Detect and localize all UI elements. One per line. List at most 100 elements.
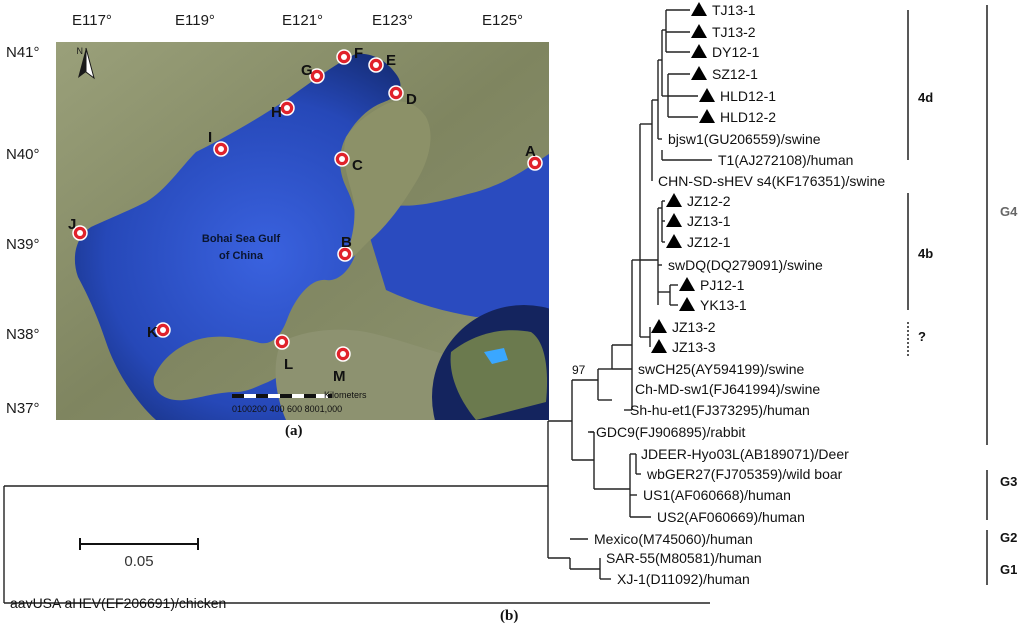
leaf-label: T1(AJ272108)/human <box>718 152 853 168</box>
sample-triangle-icon <box>699 109 715 123</box>
leaf-label: PJ12-1 <box>700 277 745 293</box>
location-marker-icon <box>527 155 543 171</box>
longitude-label: E117° <box>72 12 112 29</box>
leaf-label: JZ13-3 <box>672 339 716 355</box>
sample-triangle-icon <box>691 66 707 80</box>
subgroup-label: 4b <box>918 246 933 261</box>
tree-leaf: YK13-1 <box>679 297 747 313</box>
leaf-label: TJ13-2 <box>712 24 756 40</box>
location-marker-icon <box>368 57 384 73</box>
map-scale-bar: 0100200 400 600 8001,000 Kilometers <box>232 390 367 414</box>
location-marker-icon <box>337 246 353 262</box>
tree-leaf: CHN-SD-sHEV s4(KF176351)/swine <box>658 173 885 189</box>
genotype-label: G1 <box>1000 562 1017 577</box>
location-marker-icon <box>309 68 325 84</box>
tree-leaf: JZ13-2 <box>651 319 716 335</box>
tree-leaf: US1(AF060668)/human <box>643 487 791 503</box>
latitude-label: N37° <box>6 400 40 417</box>
latitude-label: N40° <box>6 146 40 163</box>
site-label: J <box>68 216 76 233</box>
genotype-label: G2 <box>1000 530 1017 545</box>
panel-b-label: (b) <box>500 608 519 624</box>
location-marker-icon <box>334 151 350 167</box>
bohai-sea-map: Bohai Sea Gulf of China N 0100200 400 60… <box>56 42 549 420</box>
scale-value: 0.05 <box>124 553 153 570</box>
north-label: N <box>77 46 84 56</box>
site-label: C <box>352 157 363 174</box>
site-label: L <box>284 356 293 373</box>
tree-leaf: JDEER-Hyo03L(AB189071)/Deer <box>641 446 849 462</box>
location-marker-icon <box>388 85 404 101</box>
north-arrow-icon: N <box>77 46 95 80</box>
tree-leaf: JZ13-1 <box>666 213 731 229</box>
tree-leaf: SAR-55(M80581)/human <box>606 550 762 566</box>
tree-leaf: swCH25(AY594199)/swine <box>638 361 804 377</box>
location-marker-icon <box>213 141 229 157</box>
scale-ticks: 0100200 400 600 8001,000 <box>232 404 342 414</box>
tree-leaf: JZ13-3 <box>651 339 716 355</box>
genotype-label: G4 <box>1000 204 1018 219</box>
sea-label: Bohai Sea Gulf <box>202 233 281 245</box>
leaf-label: YK13-1 <box>700 297 747 313</box>
site-label: I <box>208 129 212 146</box>
sample-triangle-icon <box>691 2 707 16</box>
latitude-label: N39° <box>6 236 40 253</box>
tree-branches <box>3 9 712 604</box>
leaf-label: Mexico(M745060)/human <box>594 531 753 547</box>
site-label: M <box>333 368 346 385</box>
tree-leaf: JZ12-2 <box>666 193 731 209</box>
sample-triangle-icon <box>666 213 682 227</box>
sample-triangle-icon <box>666 193 682 207</box>
leaf-label: swDQ(DQ279091)/swine <box>668 257 823 273</box>
leaf-label: XJ-1(D11092)/human <box>617 571 750 587</box>
location-marker-icon <box>335 346 351 362</box>
bootstrap-value: 97 <box>572 363 586 377</box>
panel-a-label: (a) <box>285 423 303 439</box>
scale-unit: Kilometers <box>324 390 367 400</box>
tree-leaf: Sh-hu-et1(FJ373295)/human <box>630 402 810 418</box>
sample-triangle-icon <box>651 319 667 333</box>
site-label: K <box>147 324 158 341</box>
genotype-label: G3 <box>1000 474 1017 489</box>
longitude-label: E123° <box>372 12 414 29</box>
tree-leaf: US2(AF060669)/human <box>657 509 805 525</box>
leaf-label: JZ12-2 <box>687 193 731 209</box>
tree-leaf: Mexico(M745060)/human <box>594 531 753 547</box>
site-label: H <box>271 104 282 121</box>
sample-triangle-icon <box>651 339 667 353</box>
subgroup-label: ? <box>918 329 926 344</box>
leaf-label: wbGER27(FJ705359)/wild boar <box>646 466 843 482</box>
site-label: F <box>354 45 363 62</box>
location-marker-icon <box>336 49 352 65</box>
leaf-label: Sh-hu-et1(FJ373295)/human <box>630 402 810 418</box>
leaf-label: CHN-SD-sHEV s4(KF176351)/swine <box>658 173 885 189</box>
leaf-label: SZ12-1 <box>712 66 758 82</box>
site-label: B <box>341 234 352 251</box>
tree-leaf: GDC9(FJ906895)/rabbit <box>596 424 746 440</box>
leaf-label: Ch-MD-sw1(FJ641994)/swine <box>635 381 820 397</box>
tree-leaf: SZ12-1 <box>691 66 758 82</box>
sample-triangle-icon <box>699 88 715 102</box>
site-label: D <box>406 91 417 108</box>
leaf-label: US1(AF060668)/human <box>643 487 791 503</box>
leaf-label: JZ13-2 <box>672 319 716 335</box>
tree-leaf: JZ12-1 <box>666 234 731 250</box>
tree-leaf: HLD12-2 <box>699 109 776 125</box>
site-label: E <box>386 52 396 69</box>
leaf-label: TJ13-1 <box>712 2 756 18</box>
leaf-label: SAR-55(M80581)/human <box>606 550 762 566</box>
longitude-label: E119° <box>175 12 215 29</box>
tree-leaf: bjsw1(GU206559)/swine <box>668 131 821 147</box>
leaf-label: JZ13-1 <box>687 213 731 229</box>
location-marker-icon <box>274 334 290 350</box>
latitude-label: N38° <box>6 326 40 343</box>
tree-leaf: Ch-MD-sw1(FJ641994)/swine <box>635 381 820 397</box>
sample-triangle-icon <box>691 24 707 38</box>
longitude-label: E121° <box>282 12 324 29</box>
tree-leaf: PJ12-1 <box>679 277 745 293</box>
tree-leaves: TJ13-1TJ13-2DY12-1SZ12-1HLD12-1HLD12-2bj… <box>10 2 885 611</box>
tree-leaf: TJ13-1 <box>691 2 756 18</box>
map-image: Bohai Sea Gulf of China N 0100200 400 60… <box>56 42 549 420</box>
leaf-label: aavUSA aHEV(EF206691)/chicken <box>10 595 226 611</box>
